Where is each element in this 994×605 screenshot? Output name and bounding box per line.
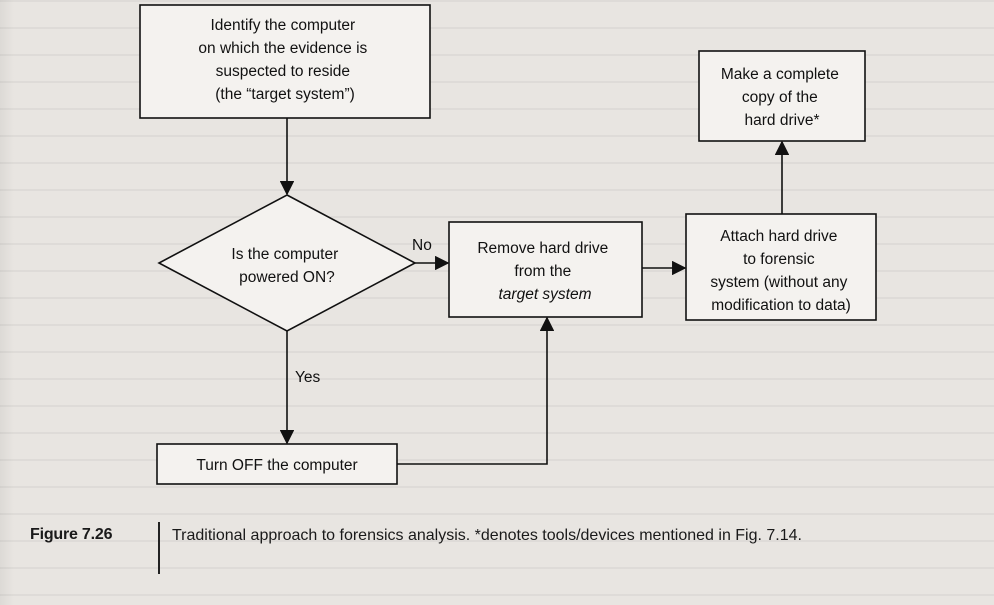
node-copy-drive [698, 50, 866, 142]
figure-caption: Figure 7.26 Traditional approach to fore… [30, 522, 872, 574]
node-identify [139, 4, 431, 119]
node-turn-off-label: Turn OFF the computer [196, 457, 357, 474]
node-identify-line: (the “target system”) [215, 86, 355, 103]
node-copy-drive-label: Make a complete copy of the hard drive* [721, 66, 843, 129]
node-identify-line: Identify the computer [210, 17, 355, 34]
node-remove-drive-line: target system [498, 286, 591, 303]
node-copy-drive-line: hard drive* [745, 112, 820, 129]
caption-divider [158, 522, 160, 574]
node-identify-label: Identify the computer on which the evide… [198, 17, 371, 103]
node-turn-off-line: Turn OFF the computer [196, 457, 357, 474]
node-remove-drive-line: Remove hard drive [477, 240, 608, 257]
node-attach-drive-line: to forensic [743, 251, 815, 268]
node-powered-on-label: Is the computer powered ON? [231, 246, 342, 286]
node-identify-line: suspected to reside [216, 63, 350, 80]
node-copy-drive-line: Make a complete [721, 66, 839, 83]
caption-text: Traditional approach to forensics analys… [172, 527, 802, 544]
node-attach-drive-label: Attach hard drive to forensic system (wi… [710, 228, 851, 314]
node-powered-on [157, 194, 417, 332]
edge-yes-label: Yes [295, 369, 321, 386]
node-copy-drive-line: copy of the [742, 89, 818, 106]
figure-label: Figure 7.26 [30, 526, 113, 543]
node-identify-line: on which the evidence is [198, 40, 367, 57]
node-powered-on-line: powered ON? [239, 269, 335, 286]
node-remove-drive-label: Remove hard drive from the target system [477, 240, 612, 303]
edge-no-label: No [412, 237, 432, 254]
node-remove-drive-line: from the [514, 263, 571, 280]
node-powered-on-line: Is the computer [231, 246, 338, 263]
edge-turn-off-to-remove [397, 316, 555, 465]
node-attach-drive [685, 213, 877, 321]
node-attach-drive-line: Attach hard drive [720, 228, 837, 245]
node-attach-drive-line: modification to data) [711, 297, 851, 314]
node-turn-off [156, 443, 398, 485]
node-attach-drive-line: system (without any [710, 274, 847, 291]
